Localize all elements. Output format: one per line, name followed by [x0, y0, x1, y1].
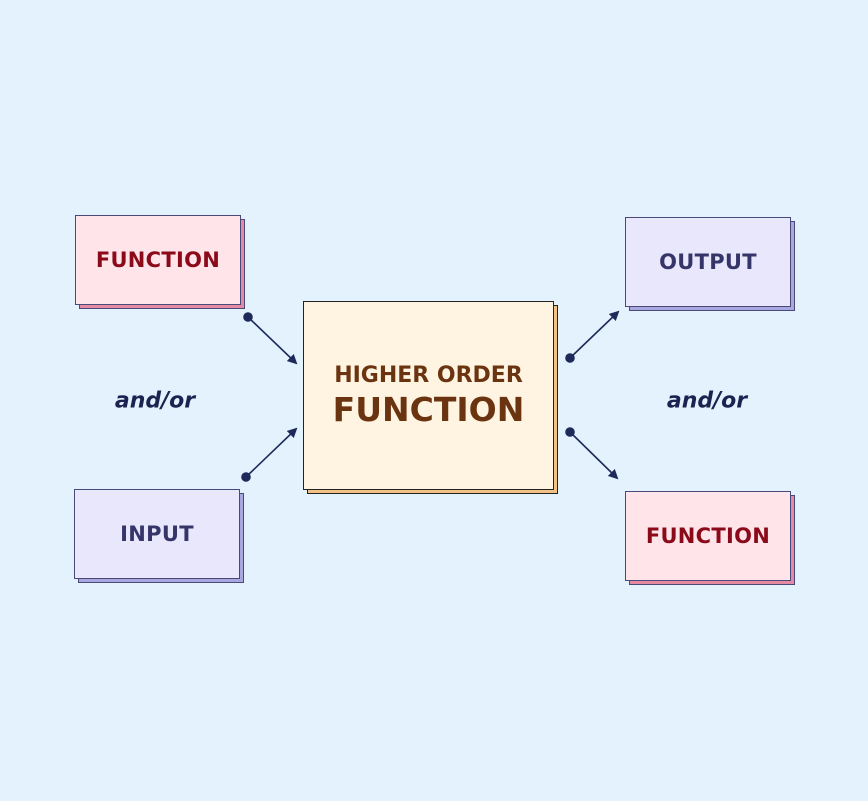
arrow-hof-to-output — [565, 310, 620, 363]
input-function-label: FUNCTION — [95, 248, 221, 272]
hof-title-line2: FUNCTION — [332, 389, 525, 429]
input-function-box: FUNCTION — [75, 215, 245, 309]
output-function-box: FUNCTION — [625, 491, 795, 585]
output-box: OUTPUT — [625, 217, 795, 311]
output-label: OUTPUT — [659, 250, 757, 274]
arrow-function-to-hof — [243, 312, 298, 365]
hof-title-line1: HIGHER ORDER — [334, 362, 523, 388]
right-and-or-label: and/or — [666, 388, 748, 414]
output-function-label: FUNCTION — [645, 524, 771, 548]
arrow-hof-to-function — [565, 427, 619, 480]
higher-order-function-box: HIGHER ORDER FUNCTION — [303, 301, 558, 494]
left-and-or-label: and/or — [114, 388, 196, 414]
input-box: INPUT — [74, 489, 244, 583]
arrow-input-to-hof — [241, 427, 298, 482]
input-label: INPUT — [120, 522, 194, 546]
